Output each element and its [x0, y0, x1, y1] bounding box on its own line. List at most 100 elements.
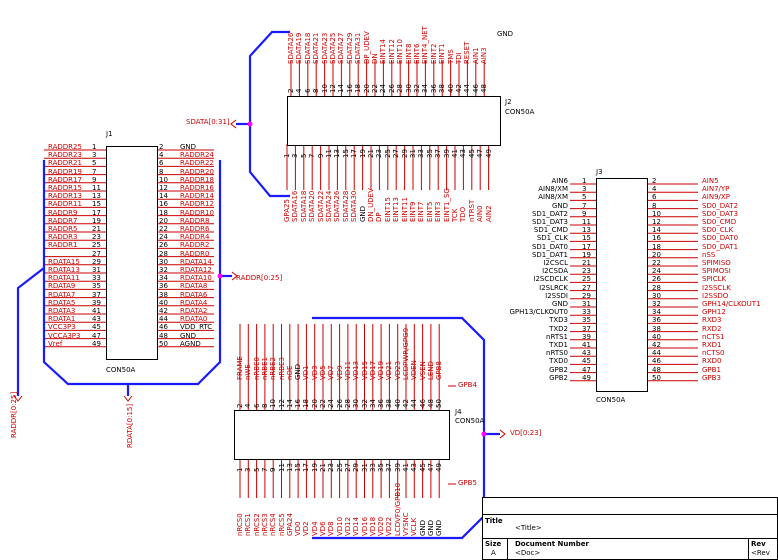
j2-pin-number: 31 — [409, 149, 417, 158]
j3-signal-left: I2SSDI — [545, 291, 568, 300]
title-value: <Title> — [515, 524, 542, 532]
j4-signal-bottom: nRCS4 — [269, 513, 278, 536]
j1-signal-right: RDATA6 — [180, 290, 208, 299]
j4-pin-number: 45 — [418, 463, 427, 472]
j3-signal-left: GPB2 — [549, 365, 568, 374]
j2-pin-number: 36 — [429, 84, 438, 93]
j4-signal-top: VD21 — [385, 360, 394, 380]
j1-pin-number: 38 — [159, 290, 168, 299]
j2-signal-top: SDATA23 — [320, 32, 329, 64]
j1-signal-right: RADDR20 — [180, 167, 214, 176]
j4-signal-bottom: GND — [418, 519, 427, 536]
j3-pin-number: 37 — [582, 324, 591, 333]
j1-signal-left: RADDR11 — [48, 200, 82, 209]
j3-pin-number: 25 — [582, 275, 591, 284]
j1-signal-right: RADDR10 — [180, 208, 214, 217]
j3-signal-right: GPB3 — [702, 373, 721, 382]
j4-pin-number: 19 — [310, 463, 319, 472]
j1-pin-number: 20 — [159, 216, 168, 225]
j2-type: CON50A — [505, 108, 535, 116]
j1-signal-left: RADDR3 — [48, 233, 78, 242]
j4-pin-number: 13 — [285, 463, 294, 472]
j4-signal-bottom: nRCS3 — [260, 513, 269, 536]
j4-pin-number: 25 — [335, 463, 344, 472]
j2-pin-number: 45 — [467, 149, 476, 158]
j1-signal-right: RADDR16 — [180, 184, 214, 192]
j1-signal-right: RDATA0 — [180, 315, 208, 324]
j1-pin-number: 33 — [92, 274, 101, 283]
bus-junction — [481, 431, 487, 437]
j3-signal-left: I2SCDCLK — [533, 275, 568, 284]
j3-pin-number: 13 — [582, 226, 591, 235]
j2-pin-number: 27 — [392, 149, 401, 158]
j1-signal-left: RDATA15 — [48, 257, 80, 266]
j1-pin-number: 40 — [159, 298, 168, 307]
j4-type: CON50A — [455, 417, 485, 425]
j4-signal-top: nRBE1 — [260, 357, 269, 380]
j1-pin-number: 49 — [92, 339, 101, 348]
size-label: Size — [485, 540, 502, 548]
j2-signal-bottom: DN_UDEV — [367, 188, 375, 222]
j3-pin-number: 2 — [652, 177, 657, 185]
vd-bus — [312, 316, 486, 540]
j3-signal-left: I2CSDA — [542, 267, 568, 276]
j4-pin-number: 37 — [385, 463, 394, 472]
j3-signal-right: GPH14/CLKOUT1 — [702, 300, 761, 308]
j2-signal-top: RESET — [463, 41, 472, 64]
j3-pin-number: 38 — [652, 324, 661, 333]
j2-signal-top: TMS — [446, 49, 455, 64]
j4-pin-number: 11 — [277, 463, 286, 472]
j4-pin-number: 32 — [360, 399, 369, 408]
j4-pin-number: 42 — [402, 399, 410, 408]
j4-signal-top: VD7 — [327, 365, 336, 380]
j2-pin-number: 25 — [383, 149, 392, 158]
j2-pin-number: 16 — [345, 84, 354, 93]
j3-type: CON50A — [596, 396, 626, 404]
j2-signal-top: DP_UDEV — [362, 31, 371, 64]
j1-signal-right: RADDR14 — [180, 192, 214, 201]
j4-signal-top: nRBE0 — [252, 357, 261, 380]
j2-pin-number: 5 — [299, 153, 308, 158]
j4-signal-bottom: LCDVF0/GPB10 — [393, 482, 402, 536]
j2-pin-number: 32 — [413, 84, 421, 93]
j1-type: CON50A — [106, 366, 136, 374]
j2-signal-bottom: GND — [358, 205, 367, 222]
j1-pin-number: 23 — [92, 233, 101, 242]
j3-pin-number: 22 — [652, 259, 661, 267]
j2-signal-top: SDATA29 — [345, 32, 354, 64]
j3-signal-right: RXD1 — [702, 341, 722, 349]
j3-signal-right: AIN5 — [702, 177, 719, 185]
j3-signal-right: I2SSCLK — [702, 283, 731, 292]
j1-pin-number: 50 — [159, 339, 168, 348]
j1-signal-left: RADDR25 — [48, 143, 82, 151]
j2-signal-bottom: EINT5 — [425, 201, 434, 222]
j2-pin-number: 47 — [476, 149, 485, 158]
j4-pin-number: 29 — [352, 463, 361, 472]
j3-signal-right: I2SSDO — [702, 291, 729, 300]
docnum-value: <Doc> — [515, 549, 541, 557]
j3-signal-left: SD1_DAT0 — [531, 242, 568, 251]
j1-pin-number: 6 — [159, 159, 164, 168]
j1-signal-left: RADDR1 — [48, 241, 78, 250]
j3-pin-number: 1 — [582, 177, 587, 185]
j4-signal-bottom: VD2 — [302, 521, 311, 536]
j3-signal-left: TXD3 — [549, 316, 568, 325]
title-block: Title <Title> Size A Document Number <Do… — [482, 497, 778, 560]
j1-pin-number: 11 — [92, 184, 101, 192]
bus-port-arrow — [230, 119, 237, 129]
j2-pin-number: 19 — [358, 149, 367, 158]
j2-pin-number: 40 — [446, 84, 455, 93]
j4-pin-number: 10 — [269, 399, 278, 408]
j2-pin-number: 43 — [459, 149, 468, 158]
j4-pin-number: 12 — [277, 399, 286, 408]
j4-pin-number: 26 — [335, 399, 344, 408]
j2-pin-number: 35 — [425, 149, 434, 158]
j3-signal-left: TXD2 — [549, 324, 568, 333]
j1-pin-number: 48 — [159, 331, 168, 340]
j1-pin-number: 30 — [159, 257, 168, 266]
j2-signal-top: EINT8 — [404, 43, 413, 64]
j4-signal-bottom: VD12 — [343, 516, 352, 536]
sdata-bus-label: SDATA[0:31] — [186, 118, 230, 126]
j1-signal-left: RADDR15 — [48, 184, 82, 192]
j1-signal-left: RADDR5 — [48, 225, 78, 233]
